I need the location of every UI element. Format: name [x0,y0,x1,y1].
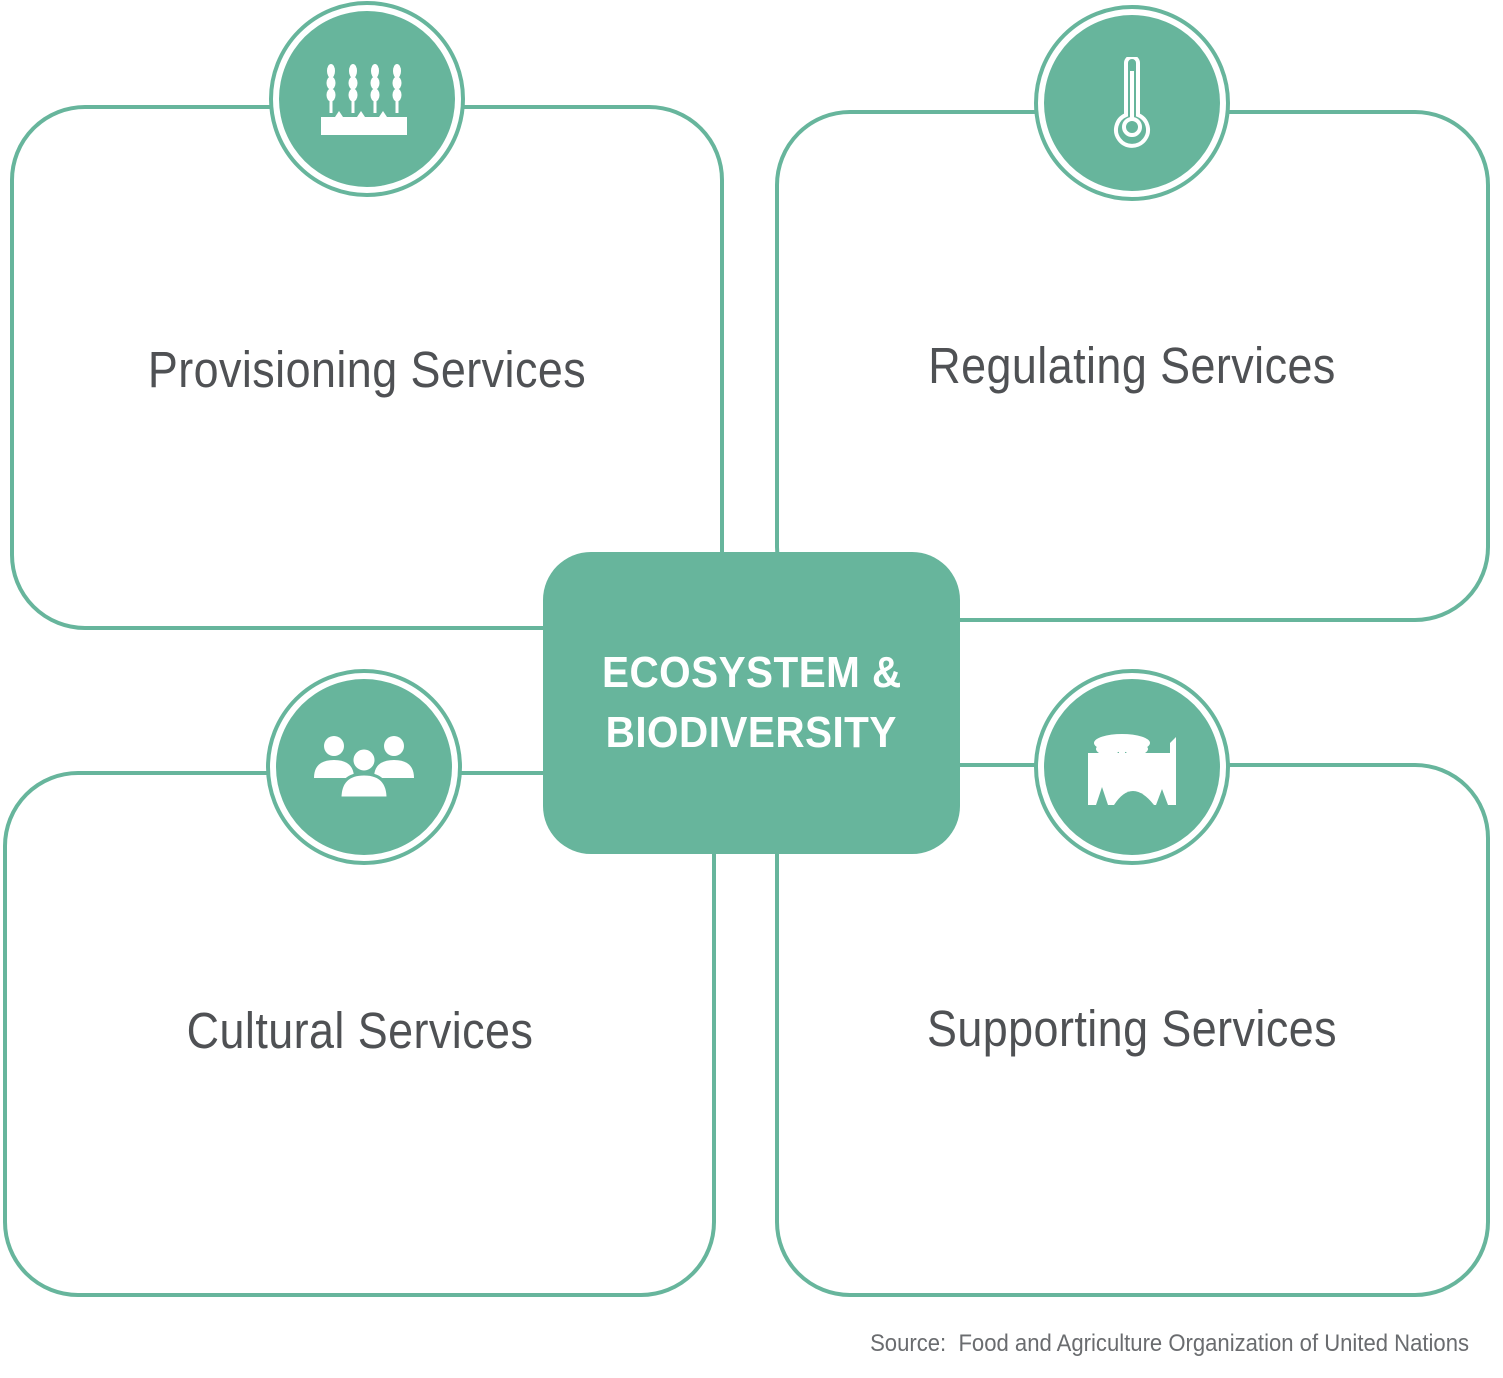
wheat-crop-icon [321,64,407,135]
people-group-icon [314,736,414,800]
provisioning-services-label: Provisioning Services [147,341,587,398]
center-title-line-2: BIODIVERSITY [605,708,898,757]
center-title-line-1: ECOSYSTEM & [601,648,902,697]
thermometer-icon [1114,57,1150,148]
cultural-icon-circle [266,669,462,865]
forest-habitat-icon [1088,734,1176,805]
provisioning-icon-circle [269,1,465,197]
supporting-services-label: Supporting Services [926,1000,1337,1057]
regulating-icon-circle [1034,5,1230,201]
ecosystem-biodiversity-center: ECOSYSTEM & BIODIVERSITY [543,552,960,854]
regulating-services-label: Regulating Services [928,337,1336,394]
source-caption: Source: Food and Agriculture Organizatio… [870,1330,1469,1357]
cultural-services-label: Cultural Services [186,1002,534,1059]
supporting-icon-circle [1034,669,1230,865]
